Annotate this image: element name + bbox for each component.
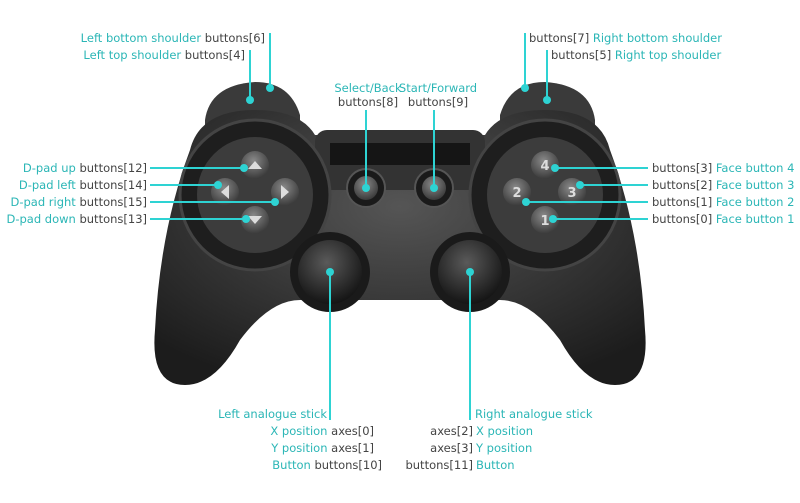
label-dpad-down: D-pad down buttons[13] (6, 212, 147, 226)
label-face-3: buttons[2] Face button 3 (652, 178, 795, 192)
label-face-1: buttons[0] Face button 1 (652, 212, 795, 226)
label-dpad-right: D-pad right buttons[15] (10, 195, 147, 209)
marker-dots (214, 84, 584, 276)
label-face-4: buttons[3] Face button 4 (652, 161, 795, 175)
face-button-glyph: 3 (567, 186, 576, 201)
label-right-top-shoulder: buttons[5] Right top shoulder (551, 48, 722, 62)
label-left-bottom-shoulder: Left bottom shoulder buttons[6] (80, 31, 265, 45)
face-button-glyph: 2 (512, 186, 521, 201)
label-face-2: buttons[1] Face button 2 (652, 195, 795, 209)
label-right-bottom-shoulder: buttons[7] Right bottom shoulder (529, 31, 722, 45)
label-dpad-up: D-pad up buttons[12] (22, 161, 147, 175)
leader-lines (150, 33, 648, 420)
label-left-top-shoulder: Left top shoulder buttons[4] (83, 48, 245, 62)
display-strip (330, 143, 470, 165)
face-button-glyph: 1 (540, 214, 549, 229)
label-right-stick-names: X position Y position Button (476, 424, 534, 472)
label-left-stick: Left analogue stick X position axes[0] Y… (218, 407, 382, 472)
label-dpad-left: D-pad left buttons[14] (18, 178, 147, 192)
face-button-glyph: 4 (540, 159, 549, 174)
label-right-stick-codes: axes[2] axes[3] buttons[11] (405, 424, 473, 472)
label-right-stick: Right analogue stick (475, 407, 593, 421)
